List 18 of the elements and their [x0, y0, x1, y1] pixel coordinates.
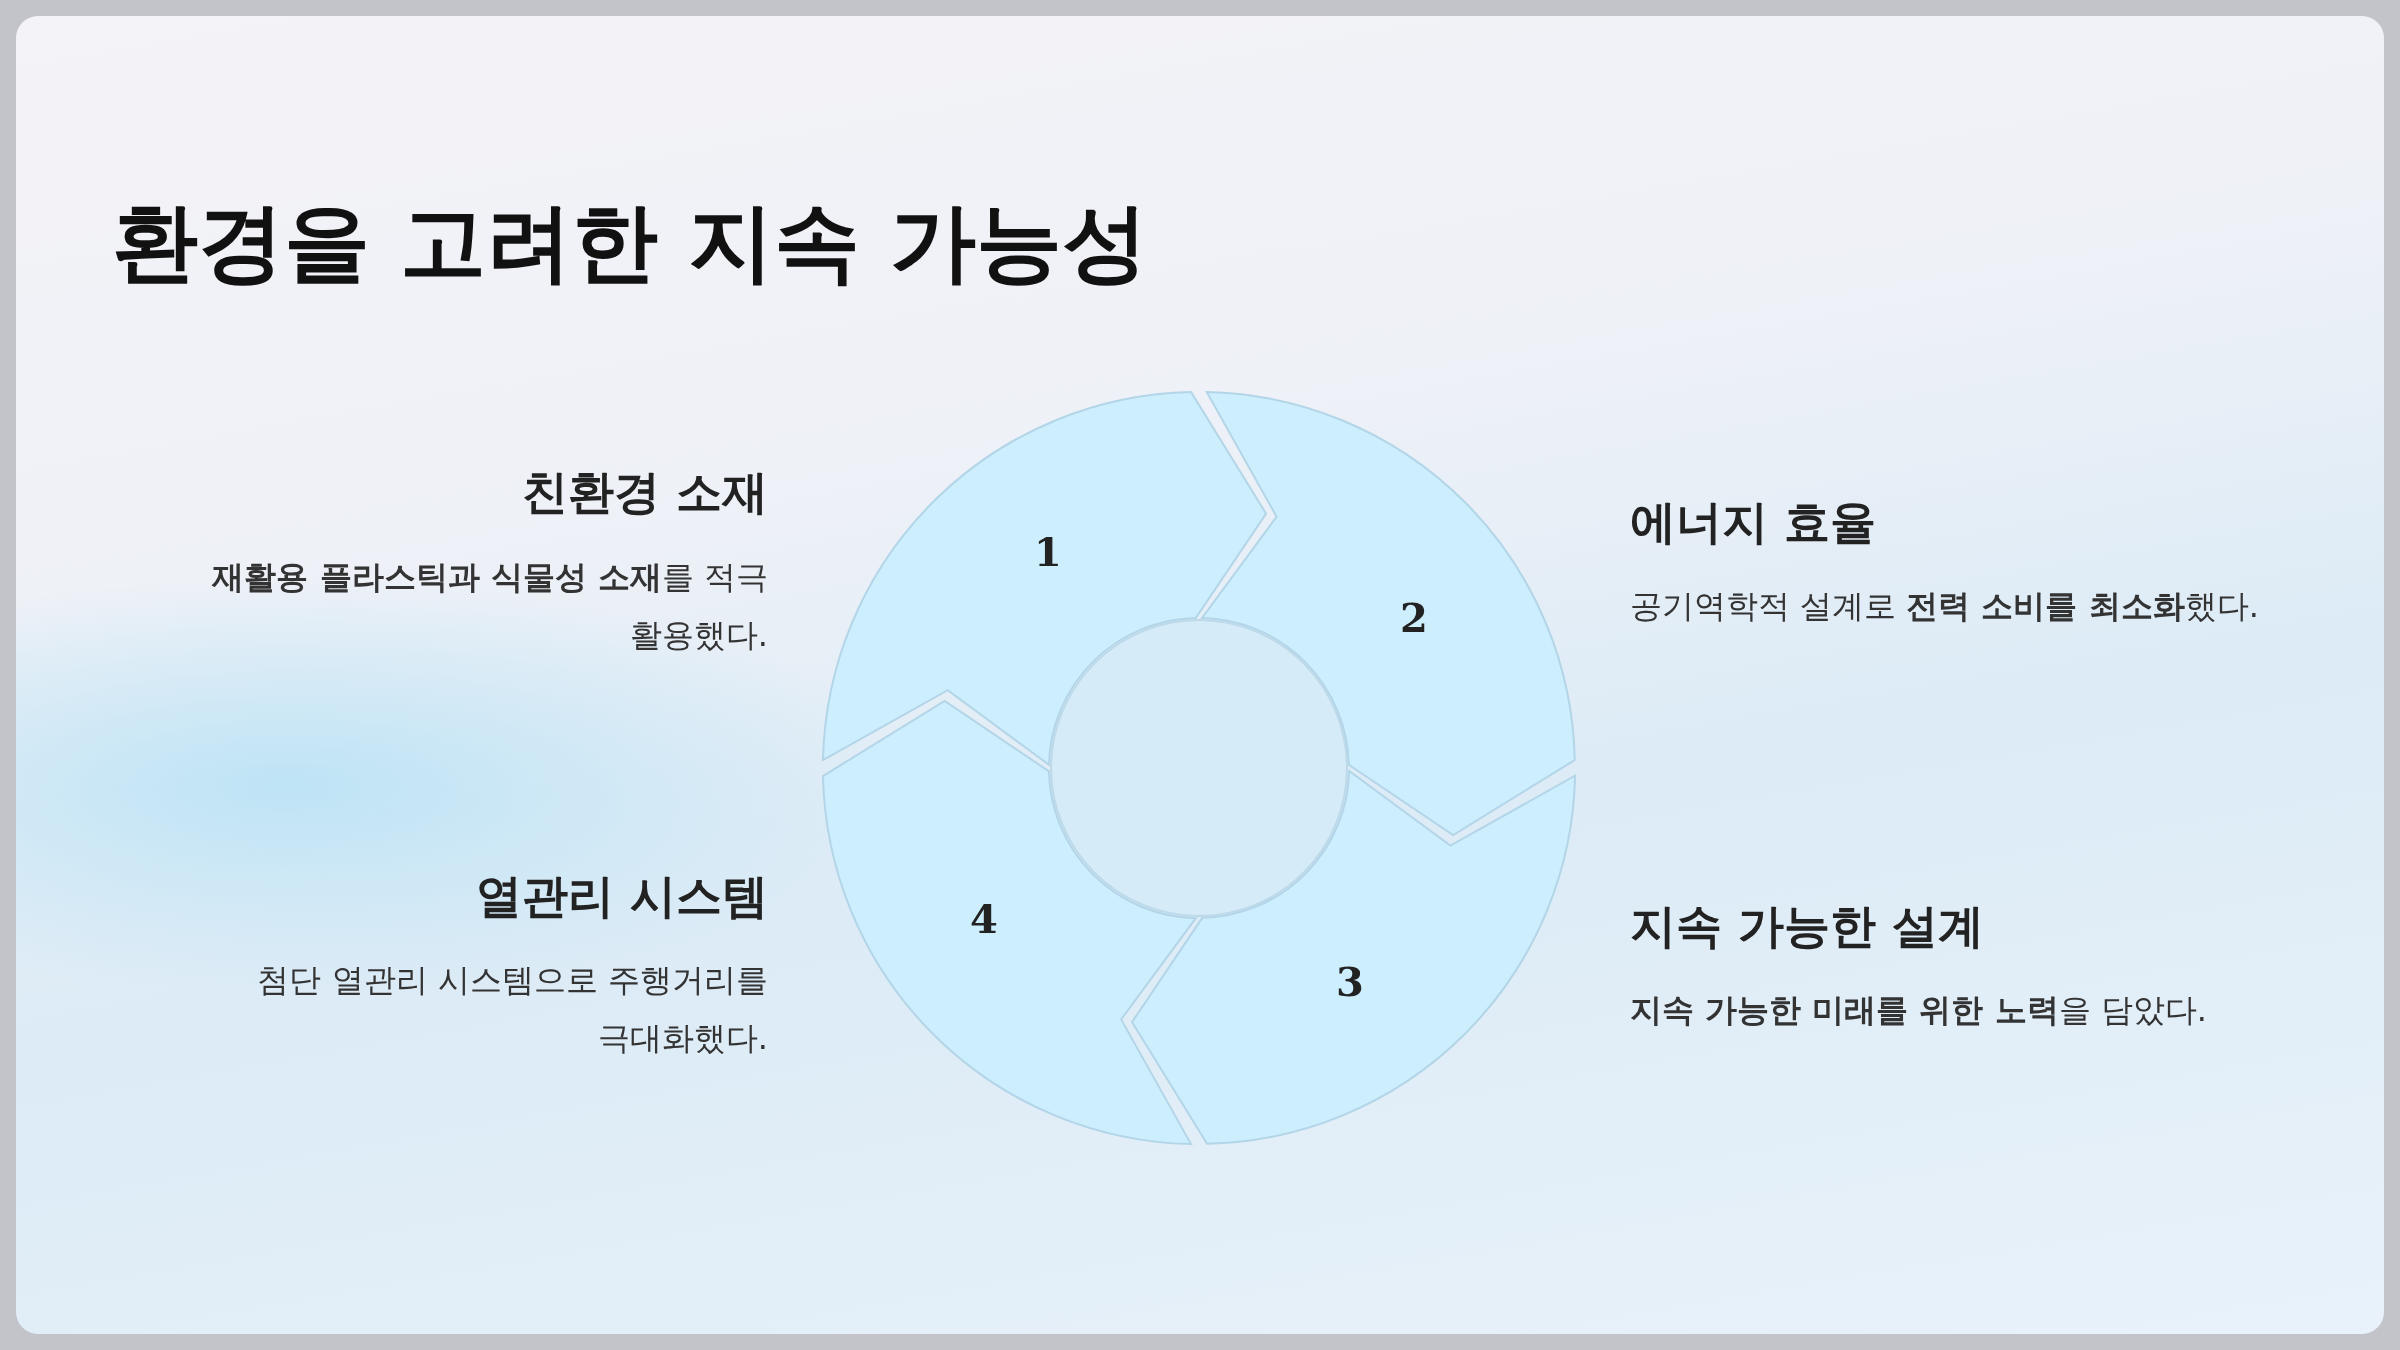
description-text: 지속 가능한 미래를 위한 노력을 담았다. — [1630, 990, 2208, 1031]
section-heading: 열관리 시스템 — [475, 868, 768, 925]
center-circle — [1050, 619, 1348, 917]
section-heading: 지속 가능한 설계 — [1630, 898, 1986, 955]
arrow-segment — [1200, 390, 1577, 838]
title: 환경을 고려한 지속 가능성 — [112, 191, 1148, 294]
description-text: 공기역학적 설계로 전력 소비를 최소화했다. — [1630, 586, 2260, 627]
section-heading: 에너지 효율 — [1630, 494, 1877, 551]
description-text: 재활용 플라스틱과 식물성 소재를 적극 활용했다. — [211, 557, 768, 656]
step-number: 1 — [1034, 527, 1062, 575]
arrow-segment — [821, 698, 1198, 1146]
arrow-segment — [821, 390, 1269, 767]
step-number: 3 — [1336, 957, 1364, 1005]
step-number: 2 — [1400, 593, 1428, 641]
section-heading: 친환경 소재 — [521, 464, 768, 521]
description-text: 첨단 열관리 시스템으로 주행거리를 극대화했다. — [256, 960, 768, 1059]
arrow-segment — [1129, 769, 1577, 1146]
step-number: 4 — [970, 894, 998, 942]
